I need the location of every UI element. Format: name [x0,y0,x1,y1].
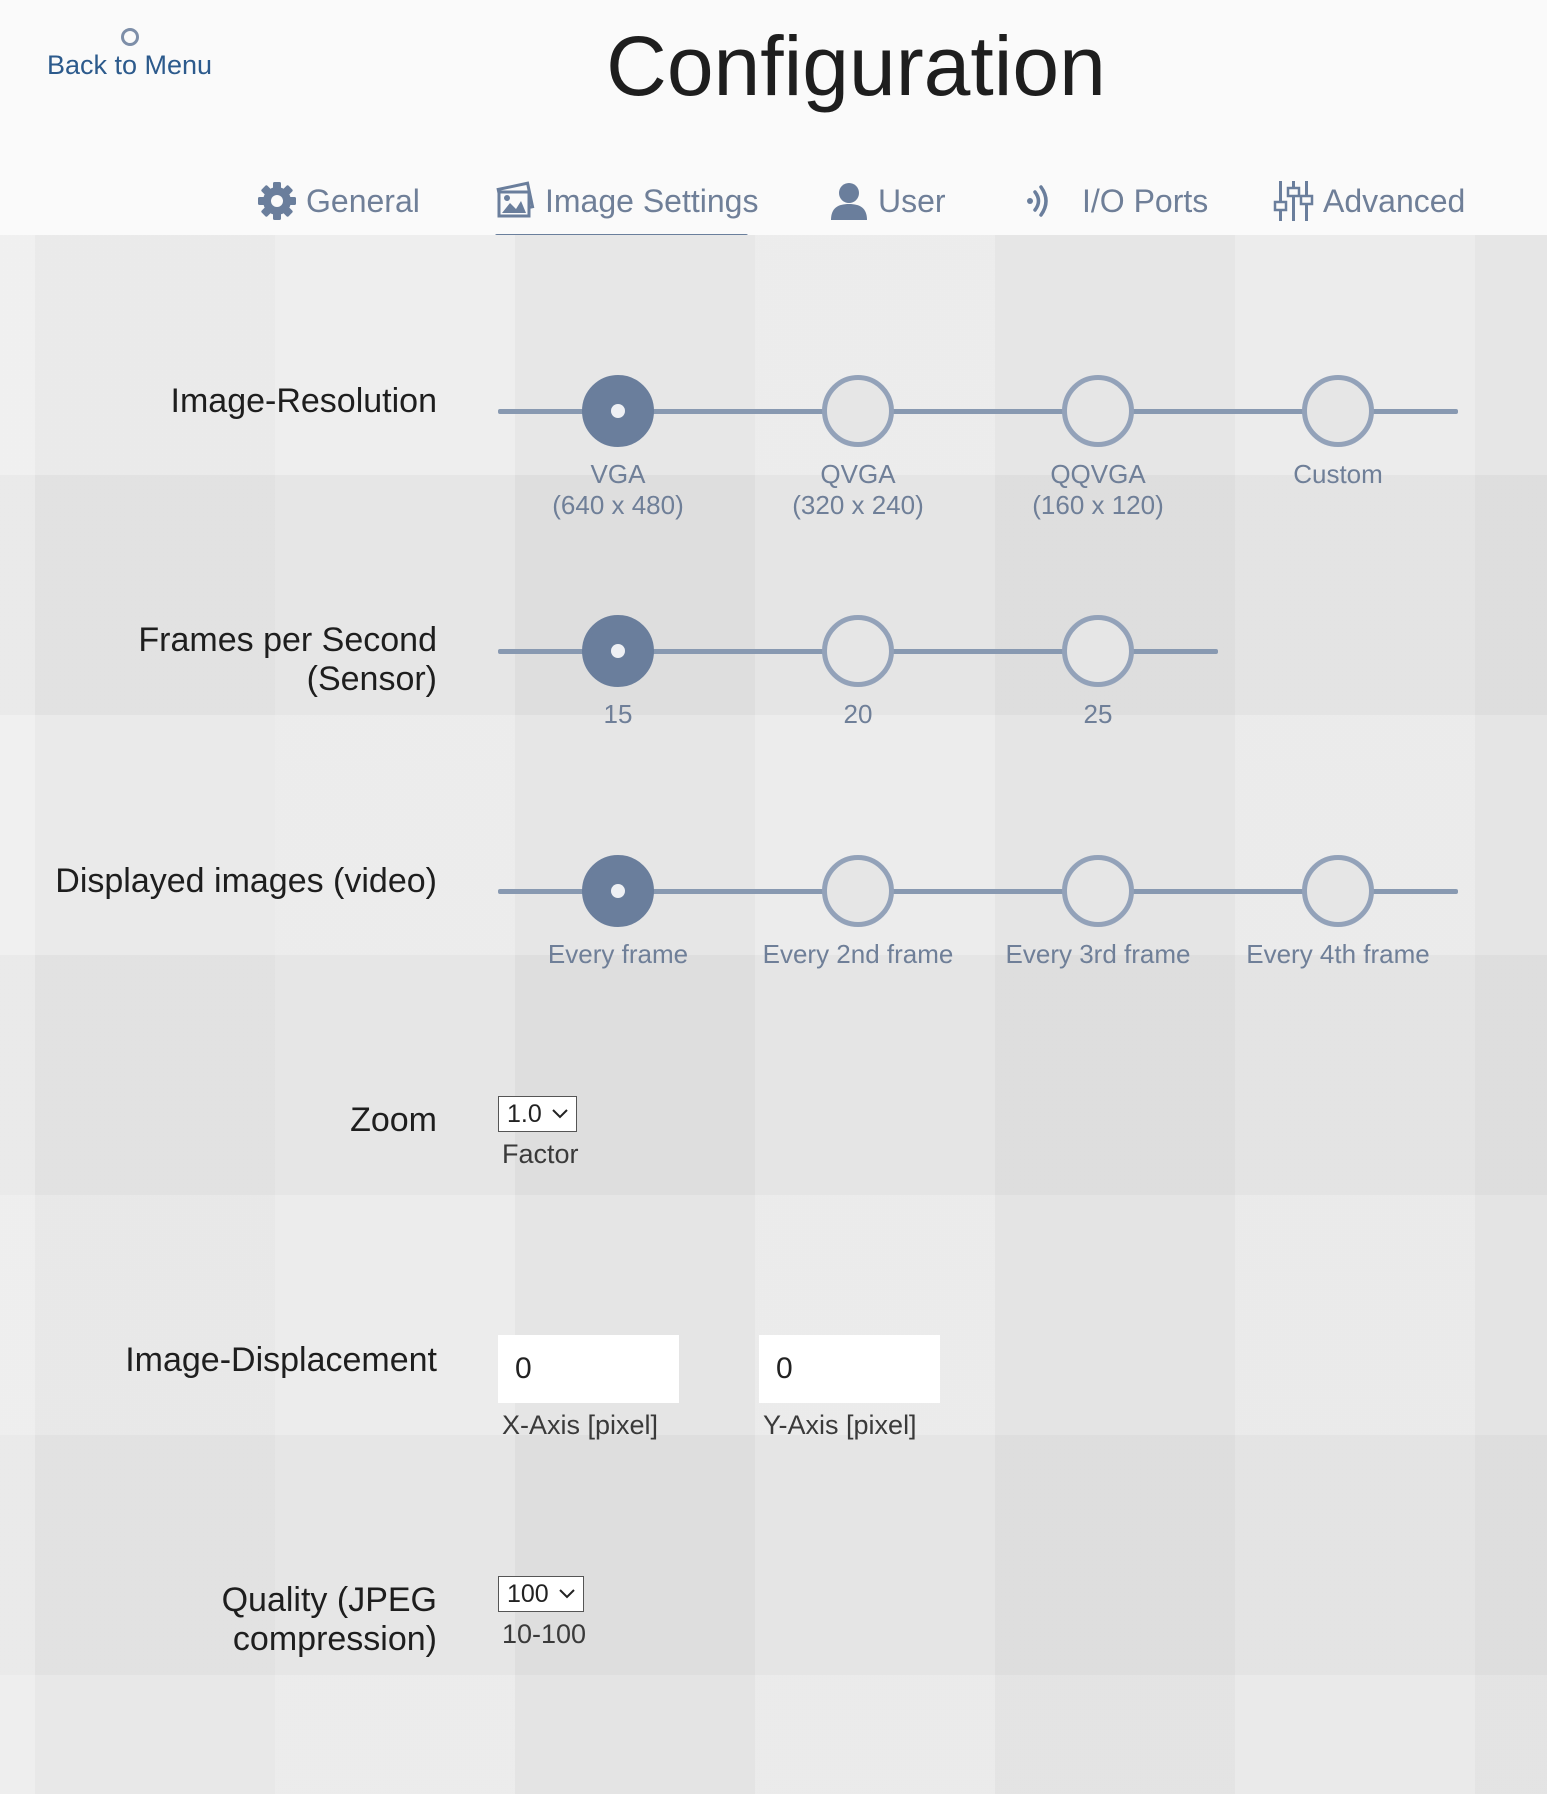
tab-bar: General Image Settings User I/O Ports [0,178,1547,238]
resolution-option-qqvga[interactable]: QQVGA (160 x 120) [978,375,1218,521]
option-label: Custom [1293,459,1383,489]
radio-unselected [822,615,894,687]
zoom-select[interactable]: 1.0 [498,1096,577,1132]
tab-general[interactable]: General [256,178,420,224]
radio-unselected [822,375,894,447]
option-label: Every 4th frame [1246,939,1430,969]
image-icon [496,181,535,218]
tab-user[interactable]: User [828,178,946,224]
chevron-down-icon [559,1589,575,1599]
resolution-track [498,409,1458,414]
back-to-menu-link[interactable]: Back to Menu [42,28,217,81]
radio-unselected [1062,855,1134,927]
tab-general-label: General [306,182,420,219]
tab-io-ports-label: I/O Ports [1082,182,1209,219]
fps-option-15[interactable]: 15 [498,615,738,730]
zoom-value: 1.0 [507,1099,542,1128]
displayed-option-every-4th[interactable]: Every 4th frame [1218,855,1458,970]
resolution-option-vga[interactable]: VGA (640 x 480) [498,375,738,521]
option-label: QQVGA (160 x 120) [1032,459,1164,520]
displayed-option-every-3rd[interactable]: Every 3rd frame [978,855,1218,970]
header: Back to Menu Configuration [0,0,1547,235]
chevron-down-icon [552,1109,568,1119]
radio-selected [582,855,654,927]
sliders-icon [1273,181,1314,221]
radio-unselected [1302,375,1374,447]
fps-option-20[interactable]: 20 [738,615,978,730]
tab-image-settings[interactable]: Image Settings [495,178,758,224]
displacement-label: Image-Displacement [125,1341,437,1379]
radio-unselected [1302,855,1374,927]
fps-option-25[interactable]: 25 [978,615,1218,730]
image-settings-panel: Image-Resolution VGA (640 x 480) QVGA (3… [0,235,1547,1794]
quality-sub-label: 10-100 [502,1619,587,1649]
option-label: Every frame [547,939,689,969]
option-label: QVGA (320 x 240) [792,459,924,520]
zoom-label: Zoom [350,1101,437,1139]
resolution-option-qvga[interactable]: QVGA (320 x 240) [738,375,978,521]
option-label: 25 [1083,699,1113,729]
user-icon [831,183,867,220]
signal-icon [1027,185,1048,217]
displayed-track [498,889,1458,894]
x-axis-label: X-Axis [pixel] [502,1410,659,1440]
option-label: 15 [603,699,633,729]
radio-selected [582,375,654,447]
option-label: 20 [843,699,873,729]
resolution-label: Image-Resolution [170,382,437,420]
resolution-option-custom[interactable]: Custom [1218,375,1458,490]
radio-unselected [1062,615,1134,687]
tab-advanced-label: Advanced [1323,182,1466,219]
displayed-option-every-2nd[interactable]: Every 2nd frame [738,855,978,970]
y-axis-input[interactable]: 0 [759,1335,940,1403]
fps-label: Frames per Second (Sensor) [138,621,437,698]
radio-selected [582,615,654,687]
y-axis-label: Y-Axis [pixel] [763,1410,917,1440]
tab-io-ports[interactable]: I/O Ports [1022,178,1208,224]
quality-select[interactable]: 100 [498,1576,584,1612]
zoom-sub-label: Factor [502,1139,579,1169]
radio-unselected [822,855,894,927]
radio-unselected [1062,375,1134,447]
x-axis-input[interactable]: 0 [498,1335,679,1403]
gear-icon [258,182,296,220]
page-title: Configuration [606,19,1106,113]
displayed-images-label: Displayed images (video) [55,862,437,900]
option-label: Every 2nd frame [762,939,954,969]
circle-icon [120,28,139,46]
tab-image-settings-label: Image Settings [545,182,759,219]
back-label: Back to Menu [46,50,213,80]
option-label: Every 3rd frame [1005,939,1191,969]
quality-value: 100 [507,1579,549,1608]
tab-advanced[interactable]: Advanced [1273,178,1465,224]
displayed-option-every-frame[interactable]: Every frame [498,855,738,970]
quality-label: Quality (JPEG compression) [221,1581,437,1658]
tab-user-label: User [878,182,946,219]
option-label: VGA (640 x 480) [552,459,684,520]
